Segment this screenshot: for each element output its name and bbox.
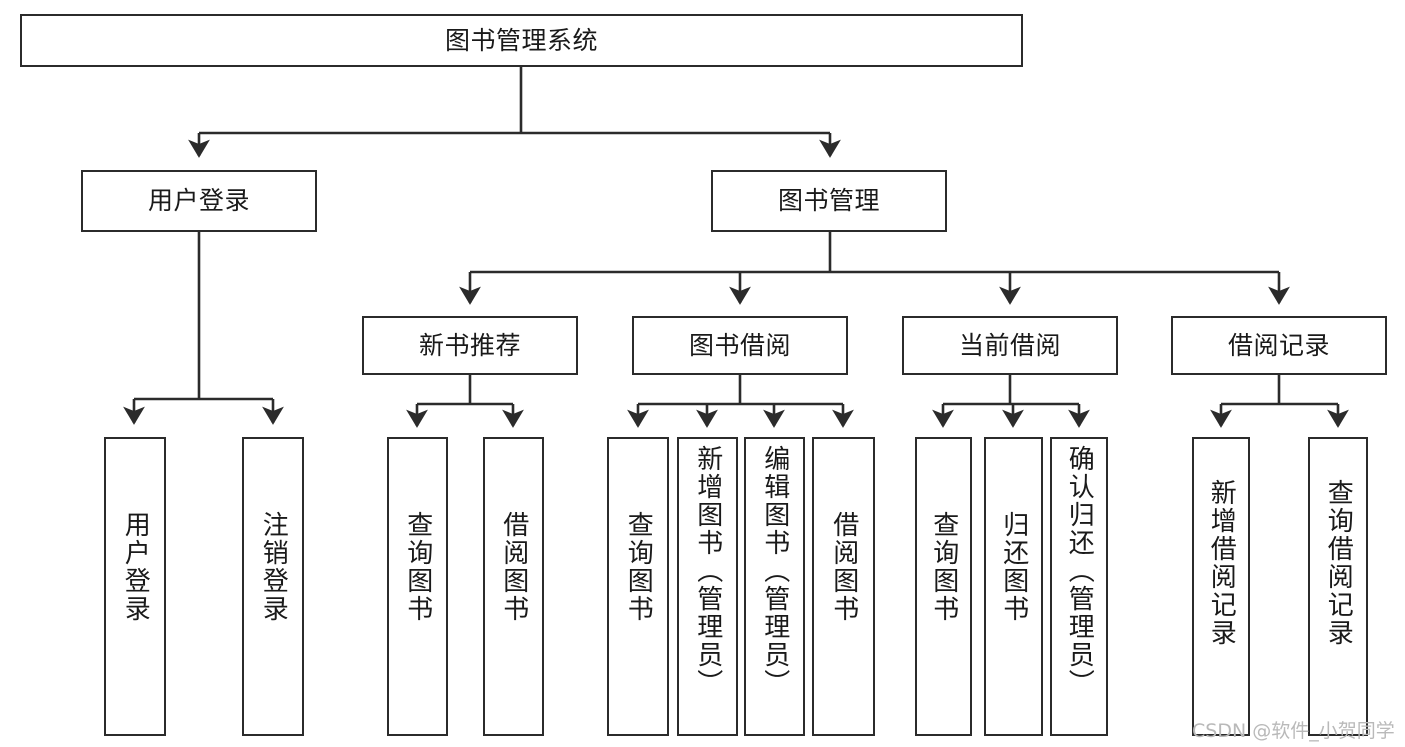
node-label: 图书借阅 [688,330,791,360]
node-label: 查询借阅记录 [1323,479,1354,647]
leaf-query-book-recommend[interactable]: 查询图书 [387,437,448,736]
node-label: 确认归还（管理员） [1064,445,1095,697]
node-user-login[interactable]: 用户登录 [81,170,317,232]
node-borrow-record[interactable]: 借阅记录 [1171,316,1387,375]
leaf-user-login[interactable]: 用户登录 [104,437,166,736]
node-label: 查询图书 [623,511,654,623]
node-label: 归还图书 [998,511,1029,623]
node-label: 新书推荐 [418,330,521,360]
node-label: 注销登录 [258,511,289,623]
leaf-confirm-return-admin[interactable]: 确认归还（管理员） [1050,437,1108,736]
node-new-book-recommend[interactable]: 新书推荐 [362,316,578,375]
node-label: 新增图书（管理员） [692,445,723,697]
node-label: 图书管理系统 [444,25,598,55]
node-label: 编辑图书（管理员） [759,445,790,697]
leaf-return-book[interactable]: 归还图书 [984,437,1043,736]
node-label: 借阅记录 [1227,330,1330,360]
leaf-query-book-current[interactable]: 查询图书 [915,437,972,736]
node-label: 查询图书 [402,511,433,623]
node-book-management[interactable]: 图书管理 [711,170,947,232]
node-label: 查询图书 [928,511,959,623]
node-label: 新增借阅记录 [1206,479,1237,647]
node-label: 借阅图书 [498,511,529,623]
node-current-borrow[interactable]: 当前借阅 [902,316,1118,375]
leaf-edit-book-admin[interactable]: 编辑图书（管理员） [744,437,805,736]
node-label: 图书管理 [777,186,880,216]
leaf-borrow-book-recommend[interactable]: 借阅图书 [483,437,544,736]
leaf-logout[interactable]: 注销登录 [242,437,304,736]
node-label: 借阅图书 [828,511,859,623]
node-root-system[interactable]: 图书管理系统 [20,14,1023,67]
leaf-add-book-admin[interactable]: 新增图书（管理员） [677,437,738,736]
leaf-add-borrow-record[interactable]: 新增借阅记录 [1192,437,1250,736]
node-label: 当前借阅 [958,330,1061,360]
leaf-query-book-borrow[interactable]: 查询图书 [607,437,669,736]
watermark-csdn: CSDN @软件_小贺同学 [1192,720,1395,742]
leaf-query-borrow-record[interactable]: 查询借阅记录 [1308,437,1368,736]
node-book-borrow[interactable]: 图书借阅 [632,316,848,375]
node-label: 用户登录 [147,186,250,216]
node-label: 用户登录 [120,511,151,623]
leaf-borrow-book[interactable]: 借阅图书 [812,437,875,736]
